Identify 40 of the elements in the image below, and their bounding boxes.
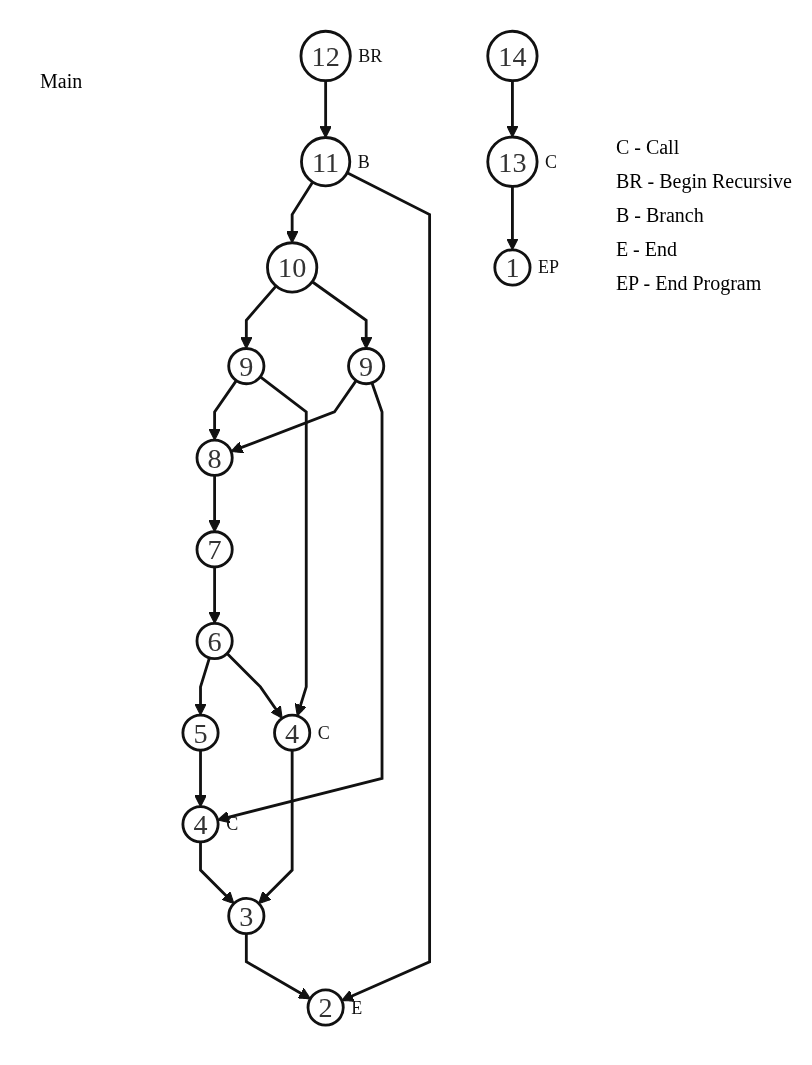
node-annotation: C bbox=[545, 152, 558, 171]
arrow bbox=[244, 933, 311, 1000]
node-circle: 10 bbox=[266, 241, 319, 294]
node-circle: 4 bbox=[181, 805, 220, 844]
node-circle: 9 bbox=[347, 347, 386, 386]
arrow bbox=[230, 379, 358, 454]
node-annotation: C bbox=[317, 723, 330, 742]
arrow bbox=[341, 171, 432, 1002]
node-circle: 1 bbox=[493, 248, 532, 287]
node-circle: 2 bbox=[306, 988, 345, 1027]
node-circle: 6 bbox=[195, 622, 234, 661]
legend-text: C - Call bbox=[615, 135, 681, 160]
node-circle: 4 bbox=[273, 713, 312, 752]
arrow bbox=[217, 382, 384, 824]
legend-text: EP - End Program bbox=[615, 271, 763, 297]
node-circle: 3 bbox=[227, 896, 266, 935]
node-annotation: E bbox=[351, 998, 363, 1017]
group-label: Main bbox=[40, 70, 83, 93]
arrow bbox=[259, 375, 308, 717]
node-circle: 13 bbox=[486, 135, 539, 188]
node-circle: 14 bbox=[486, 29, 539, 83]
node-circle: 12 bbox=[299, 29, 352, 83]
arrow bbox=[506, 80, 519, 138]
arrow bbox=[194, 657, 211, 716]
arrow bbox=[208, 567, 221, 624]
legend-text: BR - Begin Recursive bbox=[615, 169, 792, 195]
arrow bbox=[226, 652, 283, 719]
node-circle: 7 bbox=[195, 530, 234, 569]
legend-text: E - End bbox=[615, 237, 678, 262]
node-circle: 8 bbox=[195, 438, 234, 477]
node-circle: 9 bbox=[227, 347, 266, 386]
arrow bbox=[258, 750, 294, 905]
legend-text: B - Branch bbox=[615, 203, 705, 228]
node-circle: 11 bbox=[300, 136, 352, 188]
node-circle: 5 bbox=[181, 713, 220, 752]
arrow bbox=[208, 379, 238, 441]
node-annotation: BR bbox=[358, 46, 383, 65]
node-annotation: B bbox=[357, 152, 370, 171]
arrow bbox=[199, 841, 235, 905]
node-annotation: EP bbox=[538, 258, 560, 277]
